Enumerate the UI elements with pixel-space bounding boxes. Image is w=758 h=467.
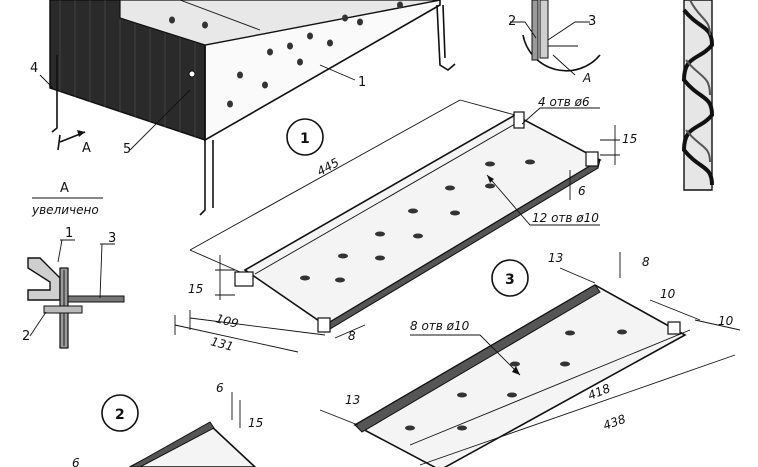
detail-label-2: 2 [22, 329, 30, 344]
front-wall-holes [169, 1, 403, 108]
callout-4: 4 [30, 61, 38, 76]
bolt [188, 70, 196, 78]
part-2-tray: 2 6 15 6 [72, 381, 263, 467]
dim-8-left: 8 [348, 329, 356, 343]
washer [43, 305, 83, 314]
detail-label-3: 3 [108, 231, 116, 246]
dim-10-b: 10 [718, 314, 734, 328]
callout-1: 1 [358, 75, 366, 90]
callout-5: 5 [123, 142, 131, 157]
part-3-plate [353, 284, 687, 467]
dim-13-top: 13 [548, 251, 563, 265]
part-3-flange [354, 284, 601, 433]
drill-bit [681, 0, 715, 191]
dim-109: 109 [214, 311, 240, 330]
brazier-legs [51, 4, 456, 216]
dim-8-top: 8 [642, 255, 650, 269]
dim-15-right: 15 [622, 132, 637, 146]
dim-holes-8: 8 отв ø10 [410, 319, 470, 333]
part-2-number: 2 [115, 407, 125, 423]
dim-438: 438 [601, 412, 628, 433]
part-2-circle [101, 394, 139, 432]
part-1-holes [300, 159, 535, 283]
view-letter-a: A [82, 141, 91, 156]
circle-label-a: A [582, 71, 591, 85]
brazier-assembly: 1 5 4 A [30, 0, 456, 216]
part-1-number: 1 [300, 131, 310, 147]
part-1-circle [286, 118, 324, 156]
plate-section [67, 295, 125, 303]
part-2-flange [128, 421, 215, 467]
view-arrow-a [57, 130, 86, 151]
part-3-circle [491, 259, 529, 297]
detail-title: A [60, 181, 69, 196]
dim-13-bottom: 13 [345, 393, 360, 407]
dim-6-right: 6 [578, 184, 586, 198]
dim-131: 131 [209, 334, 235, 353]
dim-10-a: 10 [660, 287, 676, 301]
dim-holes-4: 4 отв ø6 [538, 95, 590, 109]
part-3-number: 3 [505, 272, 515, 288]
circle-detail: 2 3 A [508, 0, 601, 85]
dim-445: 445 [315, 155, 342, 178]
circle-label-2: 2 [508, 14, 516, 29]
dim-15-bottom: 15 [248, 416, 263, 430]
detail-a: A увеличено 1 3 2 [22, 181, 125, 349]
detail-label-1: 1 [65, 226, 73, 241]
brazier-top-rim [119, 0, 441, 46]
dim-holes-12: 12 отв ø10 [532, 211, 599, 225]
detail-subtitle: увеличено [31, 203, 99, 217]
dim-6-bottom: 6 [216, 381, 224, 395]
dim-6-edge: 6 [72, 456, 80, 467]
circle-label-3: 3 [588, 14, 596, 29]
dim-15-left: 15 [188, 282, 203, 296]
part-3-holes [405, 329, 627, 431]
part-3-tray: 3 13 8 10 10 8 отв ø10 418 438 [319, 251, 741, 467]
angle-profile [27, 257, 61, 301]
part-1-tray: 1 445 4 отв ø6 [174, 95, 637, 354]
